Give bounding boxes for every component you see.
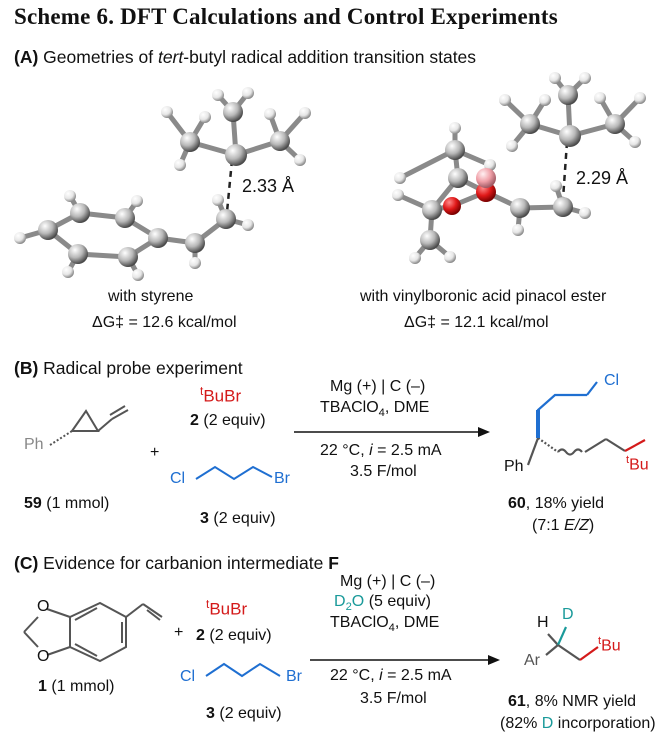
o-bottom-label: O bbox=[37, 648, 50, 665]
h-label-61: H bbox=[537, 614, 549, 631]
section-a-title-italic: tert bbox=[157, 47, 184, 67]
cl-label-b: Cl bbox=[170, 470, 186, 487]
reagent-3-label-c: 3 (2 equiv) bbox=[206, 705, 282, 722]
section-a-title-pre: Geometries of bbox=[43, 47, 158, 67]
section-c-title-pre: Evidence for carbanion intermediate bbox=[43, 553, 329, 573]
section-b-heading: (B) Radical probe experiment bbox=[14, 358, 243, 379]
reagent-3-label-b: 3 (2 equiv) bbox=[200, 510, 276, 527]
tbubr-label-c: tBuBr bbox=[206, 597, 248, 619]
o-top-label: O bbox=[37, 598, 50, 615]
dg-styrene: ΔG‡ = 12.6 kcal/mol bbox=[92, 314, 237, 331]
br-label-b: Br bbox=[274, 470, 290, 487]
scheme-title: Scheme 6. DFT Calculations and Control E… bbox=[14, 4, 558, 29]
section-c-label: (C) bbox=[14, 553, 39, 573]
section-b-title: Radical probe experiment bbox=[43, 358, 243, 378]
section-c-heading: (C) Evidence for carbanion intermediate … bbox=[14, 553, 339, 574]
cl-label-60: Cl bbox=[604, 372, 620, 389]
d-label-61: D bbox=[562, 606, 574, 623]
59-compound-label: 59 (1 mmol) bbox=[24, 495, 110, 512]
condition-1-b: Mg (+) | C (–) bbox=[330, 378, 426, 395]
ph-label-60: Ph bbox=[504, 458, 524, 475]
section-b-label: (B) bbox=[14, 358, 39, 378]
plus-sign-c: + bbox=[174, 624, 184, 641]
cl-label-c: Cl bbox=[180, 668, 196, 685]
compound-1-label: 1 (1 mmol) bbox=[38, 678, 115, 695]
condition-d2o-c: D2O (5 equiv) bbox=[334, 593, 431, 614]
compound-60-ratio: (7:1 E/Z) bbox=[532, 517, 595, 534]
caption-styrene: with styrene bbox=[108, 288, 194, 305]
condition-2-c: TBAClO4, DME bbox=[330, 614, 440, 635]
reagent-2-label-b: 2 (2 equiv) bbox=[190, 412, 266, 429]
condition-4-b: 3.5 F/mol bbox=[350, 463, 417, 480]
distance-label-styrene: 2.33 Å bbox=[242, 176, 295, 196]
br-label-c: Br bbox=[286, 668, 302, 685]
section-c-title-bold: F bbox=[328, 553, 339, 573]
plus-sign-b: + bbox=[150, 444, 160, 461]
compound-60-label: 60, 18% yield bbox=[508, 495, 605, 512]
tbu-label-61: tBu bbox=[598, 635, 621, 655]
59-ph-label: Ph bbox=[24, 436, 44, 453]
distance-label-vinylbpin: 2.29 Å bbox=[576, 168, 629, 188]
tbubr-label-b: tBuBr bbox=[200, 384, 242, 406]
tbu-label-60: tBu bbox=[626, 454, 649, 474]
ar-label-61: Ar bbox=[524, 652, 540, 669]
section-a-heading: (A) Geometries of tert-butyl radical add… bbox=[14, 47, 476, 68]
dg-vinylbpin: ΔG‡ = 12.1 kcal/mol bbox=[404, 314, 549, 331]
reagent-2-label-c: 2 (2 equiv) bbox=[196, 627, 272, 644]
section-a-label: (A) bbox=[14, 47, 39, 67]
condition-1-c: Mg (+) | C (–) bbox=[340, 573, 436, 590]
condition-3-c: 22 °C, i = 2.5 mA bbox=[330, 667, 452, 684]
compound-61-incorporation: (82% D incorporation) bbox=[500, 715, 656, 732]
compound-61-label: 61, 8% NMR yield bbox=[508, 693, 637, 710]
section-a-title-post: -butyl radical addition transition state… bbox=[183, 47, 477, 67]
condition-3-b: 22 °C, i = 2.5 mA bbox=[320, 442, 442, 459]
condition-2-b: TBAClO4, DME bbox=[320, 399, 430, 420]
caption-vinylbpin: with vinylboronic acid pinacol ester bbox=[360, 288, 607, 305]
condition-4-c: 3.5 F/mol bbox=[360, 690, 427, 707]
